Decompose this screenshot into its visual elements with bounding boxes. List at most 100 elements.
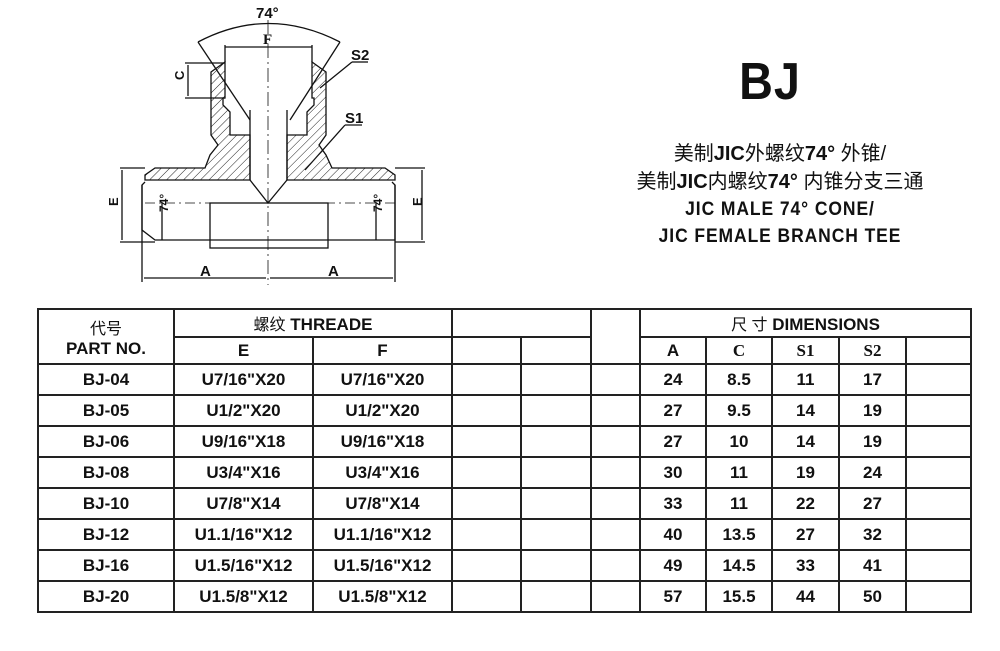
empty-cell bbox=[520, 549, 592, 582]
spec-table: 代号 PART NO. 螺纹 THREADE 尺 寸 DIMENSIONS E … bbox=[37, 308, 972, 613]
empty-cell bbox=[451, 549, 522, 582]
cell-c: 11 bbox=[705, 487, 773, 520]
cell-part: BJ-06 bbox=[37, 425, 175, 458]
header-row-1: 代号 PART NO. 螺纹 THREADE 尺 寸 DIMENSIONS bbox=[37, 308, 972, 365]
cell-a: 57 bbox=[639, 580, 707, 613]
dimensions-en: DIMENSIONS bbox=[772, 315, 880, 334]
empty-cell bbox=[451, 518, 522, 551]
empty-cell bbox=[451, 487, 522, 520]
cell-c: 13.5 bbox=[705, 518, 773, 551]
text: 外锥/ bbox=[835, 143, 887, 165]
label-e-left: E bbox=[106, 197, 121, 206]
empty-cell bbox=[451, 580, 522, 613]
label-f: F bbox=[263, 32, 272, 48]
cell-c: 11 bbox=[705, 456, 773, 489]
tee-fitting-drawing: 74° F C S2 S1 E E 74° 74° A A bbox=[106, 5, 425, 285]
empty-cell bbox=[451, 456, 522, 489]
cell-s2: 27 bbox=[838, 487, 907, 520]
label-s2: S2 bbox=[351, 47, 369, 64]
col-s2-header: S2 bbox=[838, 336, 907, 365]
empty-cell bbox=[905, 456, 972, 489]
empty-cell bbox=[590, 308, 641, 365]
cell-s2: 19 bbox=[838, 425, 907, 458]
text: 74° bbox=[767, 171, 798, 193]
empty-cell bbox=[451, 336, 522, 365]
cell-part: BJ-20 bbox=[37, 580, 175, 613]
model-code: BJ bbox=[739, 53, 801, 111]
cell-s2: 19 bbox=[838, 394, 907, 427]
cell-a: 27 bbox=[639, 425, 707, 458]
cell-s2: 41 bbox=[838, 549, 907, 582]
part-no-cn: 代号 bbox=[89, 320, 122, 338]
cell-f: U1.1/16"X12 bbox=[312, 518, 453, 551]
empty-cell bbox=[590, 425, 641, 458]
cell-s1: 44 bbox=[771, 580, 840, 613]
cell-s1: 22 bbox=[771, 487, 840, 520]
empty-cell bbox=[905, 518, 972, 551]
thread-header: 螺纹 THREADE bbox=[173, 308, 453, 338]
cell-e: U7/8"X14 bbox=[173, 487, 314, 520]
empty-cell bbox=[905, 363, 972, 396]
cell-e: U3/4"X16 bbox=[173, 456, 314, 489]
cell-c: 8.5 bbox=[705, 363, 773, 396]
cell-a: 49 bbox=[639, 549, 707, 582]
empty-cell bbox=[520, 580, 592, 613]
cell-s1: 14 bbox=[771, 394, 840, 427]
empty-cell bbox=[451, 363, 522, 396]
cell-s1: 19 bbox=[771, 456, 840, 489]
label-top-angle: 74° bbox=[256, 5, 279, 22]
empty-cell bbox=[905, 425, 972, 458]
col-a-header: A bbox=[639, 336, 707, 365]
empty-cell bbox=[590, 456, 641, 489]
empty-cell bbox=[520, 363, 592, 396]
text: 美制 bbox=[636, 171, 677, 193]
cell-s2: 24 bbox=[838, 456, 907, 489]
empty-cell bbox=[905, 580, 972, 613]
cell-a: 24 bbox=[639, 363, 707, 396]
cell-a: 30 bbox=[639, 456, 707, 489]
cell-e: U1.1/16"X12 bbox=[173, 518, 314, 551]
text: 74° bbox=[804, 143, 836, 165]
cell-s2: 32 bbox=[838, 518, 907, 551]
product-description: 美制JIC外螺纹74° 外锥/ 美制JIC内螺纹74° 内锥分支三通 JIC M… bbox=[590, 140, 970, 250]
empty-cell bbox=[520, 425, 592, 458]
cell-f: U1.5/16"X12 bbox=[312, 549, 453, 582]
dimensions-cn: 尺 寸 bbox=[731, 317, 768, 334]
label-e-right: E bbox=[410, 197, 425, 206]
col-f-header: F bbox=[312, 336, 453, 365]
cell-c: 9.5 bbox=[705, 394, 773, 427]
header-row-2: E F A C S1 S2 bbox=[38, 336, 972, 365]
part-no-en: PART NO. bbox=[66, 338, 146, 358]
empty-cell bbox=[451, 425, 522, 458]
empty-cell bbox=[590, 518, 641, 551]
empty-cell bbox=[905, 549, 972, 582]
cell-s1: 14 bbox=[771, 425, 840, 458]
text: JIC bbox=[676, 171, 708, 193]
dimensions-header: 尺 寸 DIMENSIONS bbox=[639, 308, 972, 338]
cell-c: 10 bbox=[705, 425, 773, 458]
empty-cell bbox=[905, 336, 972, 365]
cell-f: U1.5/8"X12 bbox=[312, 580, 453, 613]
empty-cell bbox=[590, 549, 641, 582]
cell-s2: 50 bbox=[838, 580, 907, 613]
cell-e: U1/2"X20 bbox=[173, 394, 314, 427]
description-en-line-2: JIC FEMALE BRANCH TEE bbox=[658, 226, 902, 247]
empty-cell bbox=[590, 363, 641, 396]
text: JIC bbox=[713, 143, 745, 165]
label-angle-left: 74° bbox=[157, 194, 171, 212]
empty-cell bbox=[520, 394, 592, 427]
col-e-header: E bbox=[173, 336, 314, 365]
empty-cell bbox=[590, 394, 641, 427]
cell-s1: 27 bbox=[771, 518, 840, 551]
cell-part: BJ-04 bbox=[37, 363, 175, 396]
col-c-header: C bbox=[705, 336, 773, 365]
label-s1: S1 bbox=[345, 110, 363, 127]
label-angle-right: 74° bbox=[371, 194, 385, 212]
text: 内螺纹 bbox=[707, 171, 768, 193]
description-en-line-1: JIC MALE 74° CONE/ bbox=[685, 199, 875, 220]
cell-c: 15.5 bbox=[705, 580, 773, 613]
